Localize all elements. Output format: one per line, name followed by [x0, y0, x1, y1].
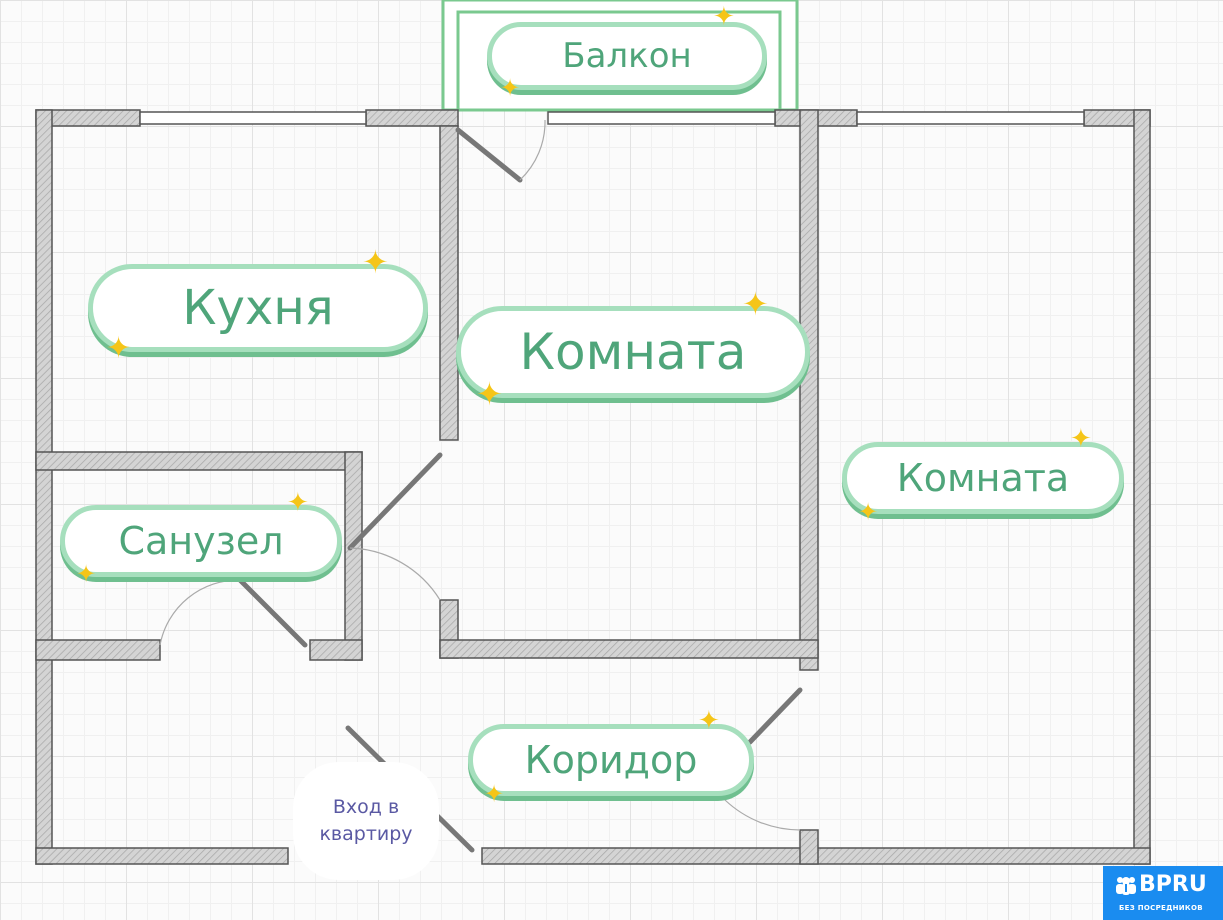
label-text: Балкон [562, 36, 692, 76]
room-label-room-middle: Комната [456, 306, 810, 398]
people-key-icon [1116, 877, 1136, 895]
room-label-kitchen: Кухня [88, 264, 428, 352]
sparkle-icon: ✦ [1070, 424, 1092, 454]
logo-brand: BPRU [1139, 872, 1207, 897]
logo-tagline: БЕЗ ПОСРЕДНИКОВ [1119, 904, 1203, 912]
label-text: Коридор [524, 738, 698, 782]
bpru-logo: BPRU БЕЗ ПОСРЕДНИКОВ [1103, 866, 1223, 920]
sparkle-icon: ✦ [476, 375, 503, 413]
sparkle-icon: ✦ [713, 2, 735, 32]
room-label-corridor: Коридор [468, 724, 754, 796]
walls [35, 109, 1151, 865]
label-text: Комната [896, 456, 1070, 500]
label-text: Санузел [118, 519, 284, 563]
sparkle-icon: ✦ [484, 780, 505, 808]
label-text: Кухня [182, 280, 334, 336]
room-label-room-right: Комната [842, 442, 1124, 514]
windows [139, 111, 1085, 125]
room-label-balcony: Балкон [487, 22, 767, 90]
sparkle-icon: ✦ [362, 243, 389, 281]
sparkle-icon: ✦ [500, 74, 521, 102]
sparkle-icon: ✦ [858, 498, 879, 526]
sparkle-icon: ✦ [76, 560, 97, 588]
room-label-bathroom: Санузел [60, 505, 342, 577]
sparkle-icon: ✦ [287, 488, 309, 518]
sparkle-icon: ✦ [698, 706, 720, 736]
sparkle-icon: ✦ [106, 331, 132, 366]
entrance-callout: Вход в квартиру [293, 762, 439, 880]
sparkle-icon: ✦ [742, 285, 769, 323]
label-text: Комната [519, 323, 747, 381]
door-swings [159, 119, 801, 831]
entrance-label: Вход в квартиру [319, 796, 413, 845]
